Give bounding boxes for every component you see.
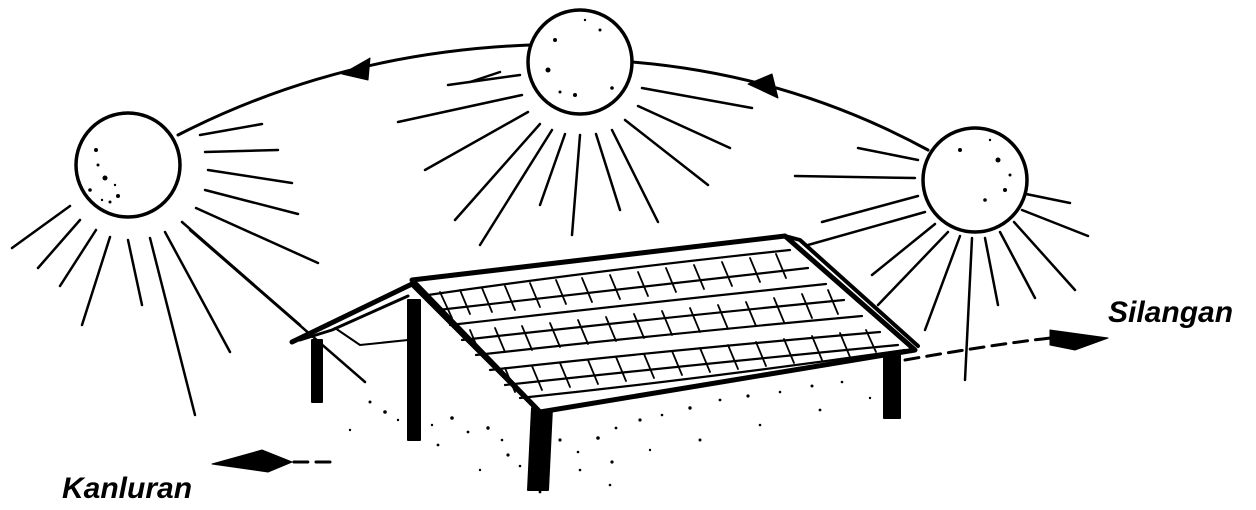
rack-leg <box>312 340 322 402</box>
rack-leg <box>408 300 420 440</box>
rack-leg <box>528 408 552 490</box>
path-arrowhead <box>748 74 778 98</box>
east-arrowhead <box>1050 330 1108 350</box>
drying-tray <box>412 236 915 412</box>
east-label: Silangan <box>1108 298 1233 328</box>
sun-path-arc <box>632 62 928 150</box>
drying-rack <box>292 236 918 490</box>
path-arrowhead <box>342 58 370 80</box>
sun-path-arc <box>178 45 530 135</box>
sun-icon-noon <box>398 10 752 245</box>
west-arrowhead <box>212 450 292 472</box>
west-label: Kanluran <box>62 474 192 504</box>
